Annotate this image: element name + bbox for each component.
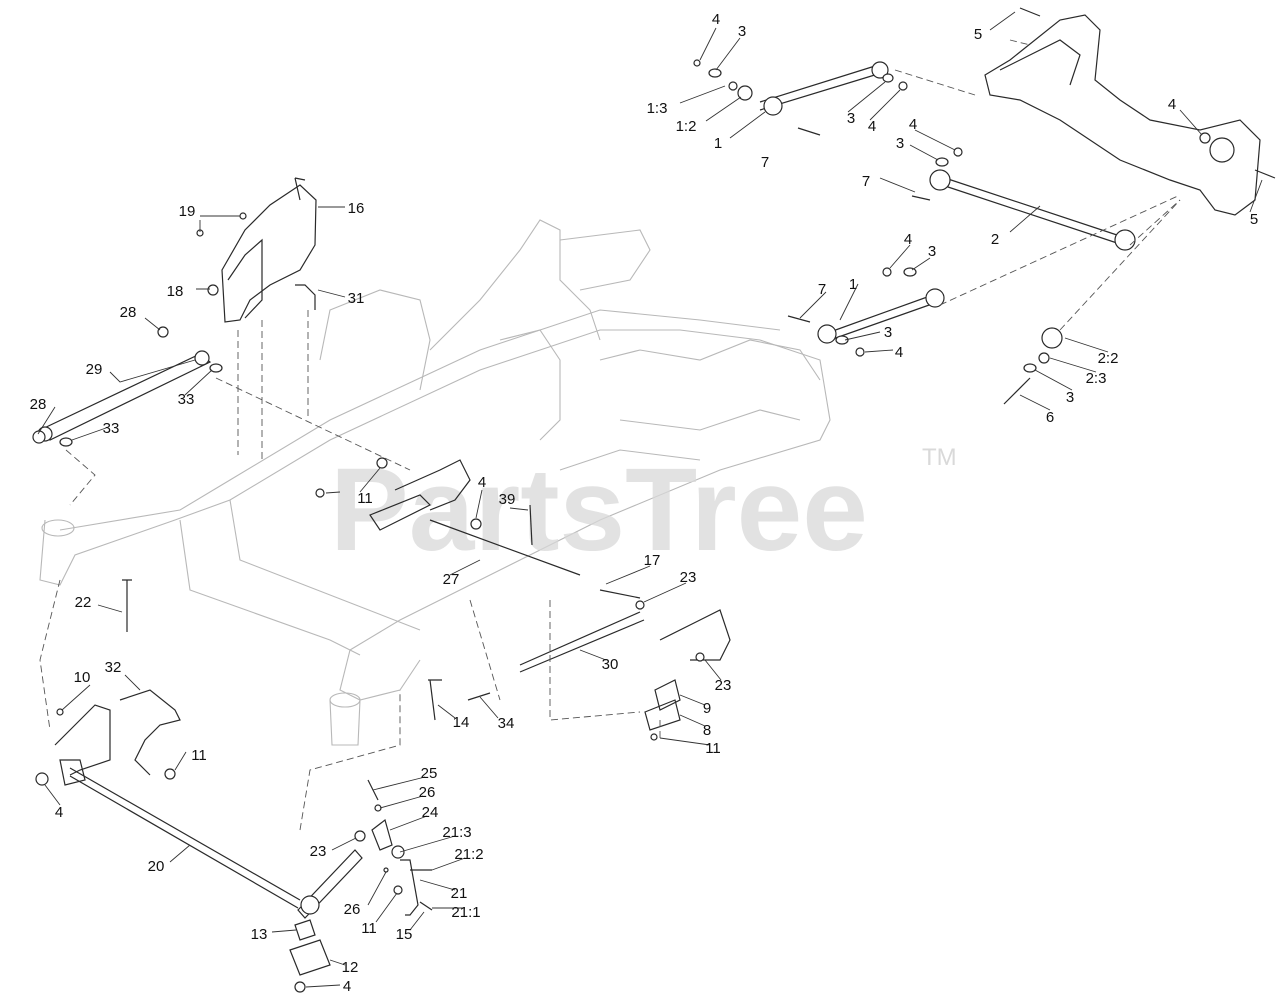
callout-label: 21:3 xyxy=(442,824,471,841)
callout-label: 33 xyxy=(103,420,120,437)
callout-label: 1 xyxy=(849,276,857,293)
callout-label: 26 xyxy=(419,784,436,801)
callout-label: 3 xyxy=(1066,389,1074,406)
callout-label: 10 xyxy=(74,669,91,686)
callout-label: 7 xyxy=(761,154,769,171)
linkage-rods xyxy=(693,59,1136,405)
callout-label: 11 xyxy=(191,747,207,764)
callout-label: 4 xyxy=(343,978,351,995)
callout-label: 3 xyxy=(847,110,855,127)
callout-label: 4 xyxy=(478,474,486,491)
callout-label: 2:3 xyxy=(1086,370,1107,387)
left-upper-assembly xyxy=(32,177,317,447)
callout-label: 39 xyxy=(499,491,516,508)
callout-label: 11 xyxy=(361,920,377,937)
callout-label: 4 xyxy=(1168,96,1176,113)
callout-label: 23 xyxy=(680,569,697,586)
callout-label: 4 xyxy=(904,231,912,248)
callout-label: 13 xyxy=(251,926,268,943)
callout-label: 24 xyxy=(422,804,439,821)
callout-label: 2:2 xyxy=(1098,350,1119,367)
callout-label: 28 xyxy=(30,396,47,413)
watermark-trademark: TM xyxy=(922,444,957,471)
callout-label: 12 xyxy=(342,959,359,976)
callout-label: 20 xyxy=(148,858,165,875)
callout-label: 7 xyxy=(862,173,870,190)
callout-label: 23 xyxy=(310,843,327,860)
callout-label: 11 xyxy=(705,740,721,757)
callout-label: 3 xyxy=(928,243,936,260)
callout-label: 3 xyxy=(738,23,746,40)
lower-center-assembly xyxy=(289,779,433,993)
callout-label: 4 xyxy=(712,11,720,28)
callout-label: 32 xyxy=(105,659,122,676)
callout-label: 1 xyxy=(714,135,722,152)
callout-label: 4 xyxy=(895,344,903,361)
callout-label: 6 xyxy=(1046,409,1054,426)
callout-label: 25 xyxy=(421,765,438,782)
callout-label: 3 xyxy=(884,324,892,341)
callout-label: 16 xyxy=(348,200,365,217)
callout-label: 1:3 xyxy=(647,100,668,117)
callout-label: 5 xyxy=(1250,211,1258,228)
callout-label: 11 xyxy=(357,490,373,507)
center-assembly xyxy=(315,457,731,741)
watermark-text: PartsTree xyxy=(330,444,868,576)
callout-label: 21:1 xyxy=(451,904,480,921)
callout-label: 7 xyxy=(818,281,826,298)
callout-label: 15 xyxy=(396,926,413,943)
callout-label: 9 xyxy=(703,700,711,717)
callout-label: 17 xyxy=(644,552,661,569)
callout-label: 4 xyxy=(868,118,876,135)
callout-label: 26 xyxy=(344,901,361,918)
callout-label: 4 xyxy=(909,116,917,133)
dashed-guides xyxy=(39,39,1181,831)
rear-frame-bracket xyxy=(984,7,1276,216)
callout-label: 4 xyxy=(55,804,63,821)
callout-label: 31 xyxy=(348,290,365,307)
callout-label: 21:2 xyxy=(454,846,483,863)
callout-label: 18 xyxy=(167,283,184,300)
lower-left-assembly xyxy=(35,579,301,909)
callout-label: 3 xyxy=(896,135,904,152)
callout-label: 19 xyxy=(179,203,196,220)
callout-label: 2 xyxy=(991,231,999,248)
callout-label: 23 xyxy=(715,677,732,694)
callout-label: 14 xyxy=(453,714,470,731)
callout-label: 5 xyxy=(974,26,982,43)
callout-label: 1:2 xyxy=(676,118,697,135)
callout-label: 21 xyxy=(451,885,468,902)
callout-label: 34 xyxy=(498,715,515,732)
callout-label: 27 xyxy=(443,571,460,588)
main-frame xyxy=(39,219,831,746)
leader-lines xyxy=(37,11,1263,988)
callout-label: 29 xyxy=(86,361,103,378)
callout-label: 22 xyxy=(75,594,92,611)
callout-label: 8 xyxy=(703,722,711,739)
callout-label: 33 xyxy=(178,391,195,408)
callout-label: 30 xyxy=(602,656,619,673)
callout-label: 28 xyxy=(120,304,137,321)
